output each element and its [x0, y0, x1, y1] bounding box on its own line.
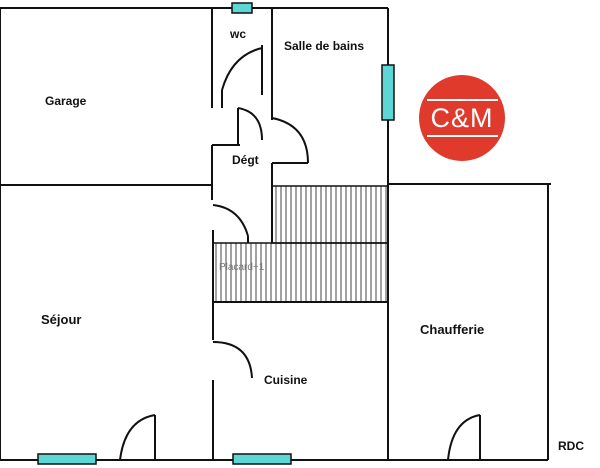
hatched-stair-area: [272, 186, 388, 243]
windows: [37, 2, 395, 465]
room-label-cuisine: Cuisine: [264, 373, 308, 387]
doors: [119, 47, 481, 461]
floor-level-label: RDC: [558, 439, 584, 453]
room-label-placard: Placard+1: [219, 262, 265, 273]
room-label-garage: Garage: [45, 94, 87, 108]
window-sejour: [37, 453, 97, 465]
room-label-wc: wc: [230, 27, 247, 41]
walls: [0, 7, 551, 461]
room-label-degt: Dégt: [232, 153, 259, 167]
room-label-salle-de-bains: Salle de bains: [284, 39, 365, 53]
window-top: [231, 2, 253, 14]
window-bathroom: [381, 64, 395, 121]
window-cuisine: [232, 453, 292, 465]
brand-logo-text: C&M: [426, 99, 498, 137]
room-label-sejour: Séjour: [41, 312, 82, 327]
hatched-placard-area: [213, 243, 388, 302]
brand-logo: C&M: [419, 75, 505, 161]
room-label-chaufferie: Chaufferie: [420, 322, 485, 337]
